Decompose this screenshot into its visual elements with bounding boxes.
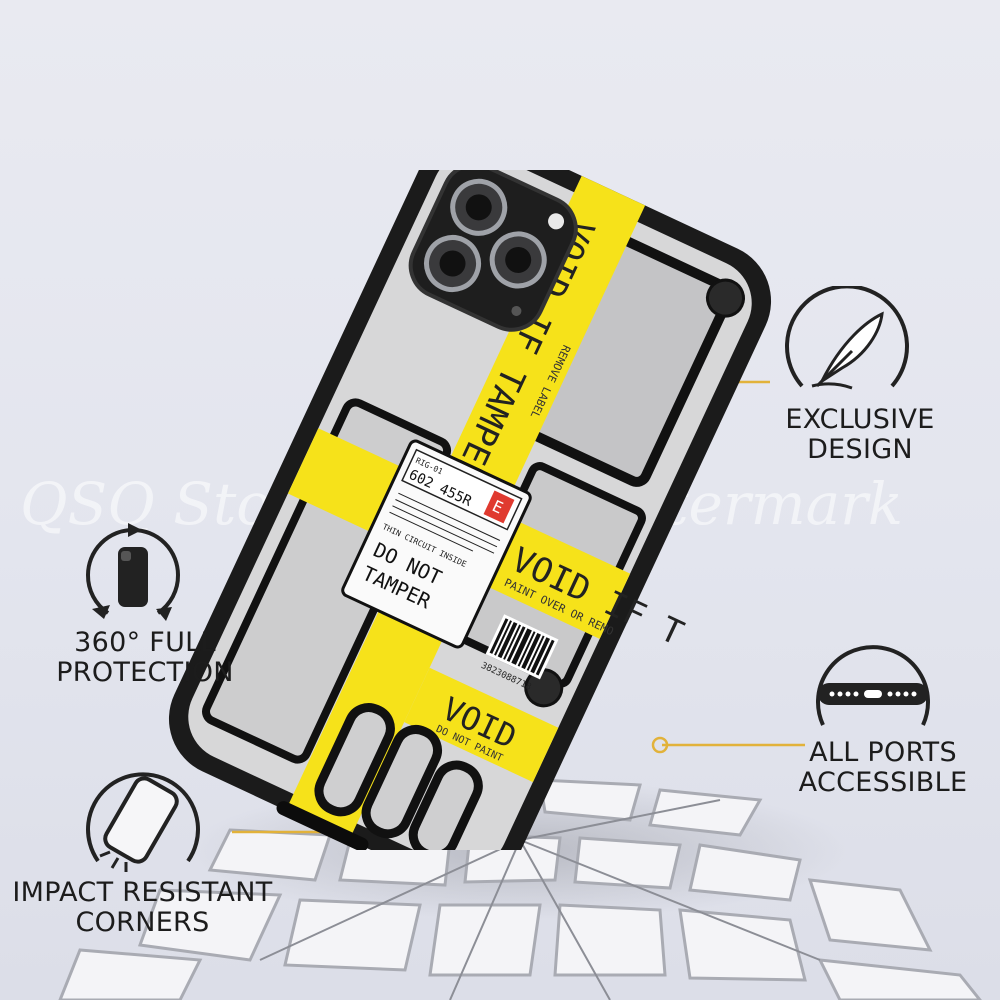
tamper-label: RIG-01 602 455R E THIN CIRCUIT INSIDE DO… xyxy=(341,439,532,649)
impact-phone-icon xyxy=(86,772,200,872)
camera-module xyxy=(408,170,578,332)
barcode: 3823088718 xyxy=(479,614,559,693)
feature-full-protection: 360° FULL PROTECTION xyxy=(56,627,234,688)
feature-exclusive-design: EXCLUSIVE DESIGN xyxy=(785,404,935,465)
feature-impact: IMPACT RESISTANT CORNERS xyxy=(12,877,273,938)
port-icon xyxy=(816,645,930,726)
port-cutout xyxy=(276,801,369,850)
feather-icon xyxy=(785,286,909,390)
feature-ports: ALL PORTS ACCESSIBLE xyxy=(798,737,968,798)
phone-case: VOID IF TAMPERED REMOVE LABEL VOID IF T … xyxy=(168,170,772,850)
tape-lower xyxy=(404,667,559,783)
phone-rotate-icon xyxy=(85,523,181,621)
